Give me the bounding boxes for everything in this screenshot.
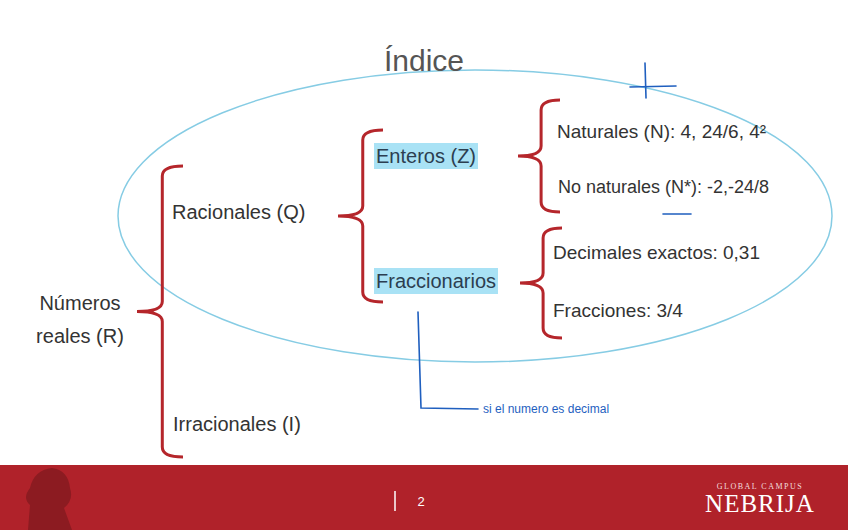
category-label: Racionales (Q) xyxy=(172,200,305,224)
highlight-ellipse xyxy=(118,70,832,362)
pen-plus-horizontal xyxy=(630,86,676,87)
pen-dash xyxy=(663,213,691,215)
pen-marks xyxy=(418,63,691,409)
footer-bar xyxy=(0,465,848,530)
portrait-silhouette xyxy=(26,468,72,530)
leaf-label: Decimales exactos: 0,31 xyxy=(553,241,760,264)
leaf-label: Fracciones: 3/4 xyxy=(553,299,683,322)
highlight-band: Fraccionarios xyxy=(374,268,498,294)
pen-plus-vertical xyxy=(645,63,646,98)
leaf-label: No naturales (N*): -2,-24/8 xyxy=(558,176,769,198)
band-text: Fraccionarios xyxy=(376,269,496,293)
leaf-label: Naturales (N): 4, 24/6, 4² xyxy=(557,120,766,143)
category-label: Irracionales (I) xyxy=(173,412,301,436)
slide-title: Índice xyxy=(384,44,464,78)
handwritten-note: si el numero es decimal xyxy=(483,402,609,416)
page-number: 2 xyxy=(417,494,424,510)
pen-leader xyxy=(418,312,478,409)
band-text: Enteros (Z) xyxy=(376,144,476,168)
highlight-band: Enteros (Z) xyxy=(374,143,478,169)
footer-divider xyxy=(394,491,396,511)
brand-logo: NEBRIJA xyxy=(705,489,815,519)
root-label: Números reales (R) xyxy=(25,287,135,353)
curly-brace xyxy=(518,100,560,212)
